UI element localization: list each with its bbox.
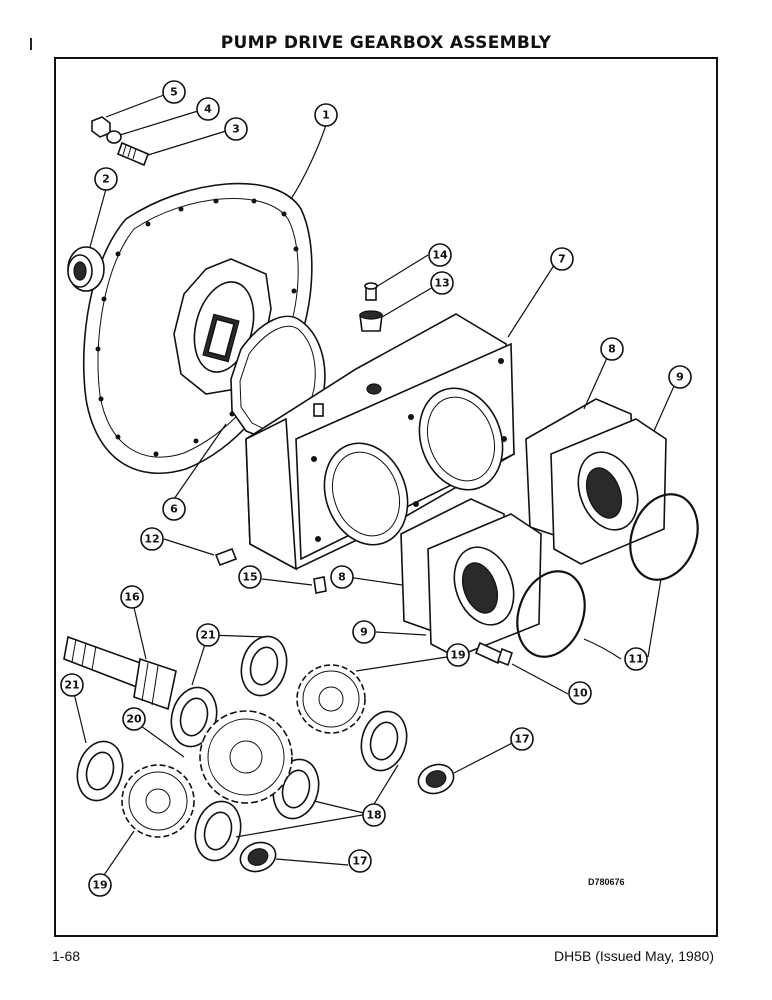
part-breather-and-fitting — [313, 282, 383, 417]
publication-info: DH5B (Issued May, 1980) — [553, 948, 714, 964]
part-plugs — [214, 547, 327, 594]
callout-14: 14 — [428, 243, 452, 267]
svg-text:21: 21 — [200, 629, 215, 642]
margin-mark — [30, 38, 32, 50]
callout-19-lower: 19 — [88, 873, 112, 897]
part-gears — [121, 664, 366, 838]
callout-11: 11 — [624, 647, 648, 671]
svg-text:10: 10 — [572, 687, 588, 700]
svg-text:11: 11 — [628, 653, 643, 666]
svg-text:6: 6 — [170, 503, 178, 516]
callout-10: 10 — [568, 681, 592, 705]
svg-text:20: 20 — [126, 713, 142, 726]
callout-9-upper: 9 — [668, 365, 692, 389]
callout-20: 20 — [122, 707, 146, 731]
callout-18: 18 — [362, 803, 386, 827]
callout-9-lower: 9 — [352, 620, 376, 644]
part-roller-bearings-17 — [239, 763, 455, 873]
callout-5: 5 — [162, 80, 186, 104]
svg-text:18: 18 — [366, 809, 381, 822]
svg-text:19: 19 — [450, 649, 465, 662]
svg-text:15: 15 — [242, 571, 257, 584]
svg-text:1: 1 — [322, 109, 330, 122]
callout-2: 2 — [94, 167, 118, 191]
page-title: PUMP DRIVE GEARBOX ASSEMBLY — [220, 33, 552, 53]
svg-text:4: 4 — [204, 103, 212, 116]
drawing-code: D780676 — [588, 877, 625, 887]
svg-text:8: 8 — [608, 343, 616, 356]
callout-13: 13 — [430, 271, 454, 295]
svg-text:21: 21 — [64, 679, 79, 692]
callout-15: 15 — [238, 565, 262, 589]
callout-3: 3 — [224, 117, 248, 141]
part-capscrew — [474, 641, 513, 667]
callout-6: 6 — [162, 497, 186, 521]
diagram-frame: 1 2 3 4 5 6 7 8 8 9 9 10 11 12 13 14 15 … — [54, 57, 718, 937]
svg-text:8: 8 — [338, 571, 346, 584]
callout-4: 4 — [196, 97, 220, 121]
callout-17-upper: 17 — [510, 727, 534, 751]
part-input-shaft — [63, 635, 177, 711]
svg-text:9: 9 — [360, 626, 368, 639]
callout-12: 12 — [140, 527, 164, 551]
callout-8-upper: 8 — [600, 337, 624, 361]
svg-text:7: 7 — [558, 253, 566, 266]
callout-16: 16 — [120, 585, 144, 609]
callout-7: 7 — [550, 247, 574, 271]
exploded-view-diagram: 1 2 3 4 5 6 7 8 8 9 9 10 11 12 13 14 15 … — [60, 80, 699, 897]
callout-8-lower: 8 — [330, 565, 354, 589]
part-stud-washer-nut — [91, 116, 150, 167]
svg-text:13: 13 — [434, 277, 449, 290]
svg-text:3: 3 — [232, 123, 240, 136]
callout-21-lower: 21 — [60, 673, 84, 697]
callout-1: 1 — [314, 103, 338, 127]
part-pump-adapter-upper — [525, 398, 667, 565]
svg-text:17: 17 — [514, 733, 529, 746]
svg-text:14: 14 — [432, 249, 448, 262]
callout-17-lower: 17 — [348, 849, 372, 873]
part-pump-adapter-lower — [400, 498, 542, 658]
part-bearings-21 — [76, 635, 288, 802]
part-gearbox-housing — [245, 313, 515, 571]
part-o-rings — [516, 493, 699, 658]
svg-text:16: 16 — [124, 591, 140, 604]
part-oil-seal — [67, 246, 105, 292]
callout-21-upper: 21 — [196, 623, 220, 647]
page-number: 1-68 — [52, 948, 81, 964]
callout-19-upper: 19 — [446, 643, 470, 667]
svg-text:19: 19 — [92, 879, 107, 892]
svg-text:17: 17 — [352, 855, 367, 868]
svg-text:12: 12 — [144, 533, 159, 546]
svg-text:9: 9 — [676, 371, 684, 384]
svg-text:5: 5 — [170, 86, 178, 99]
svg-text:2: 2 — [102, 173, 110, 186]
